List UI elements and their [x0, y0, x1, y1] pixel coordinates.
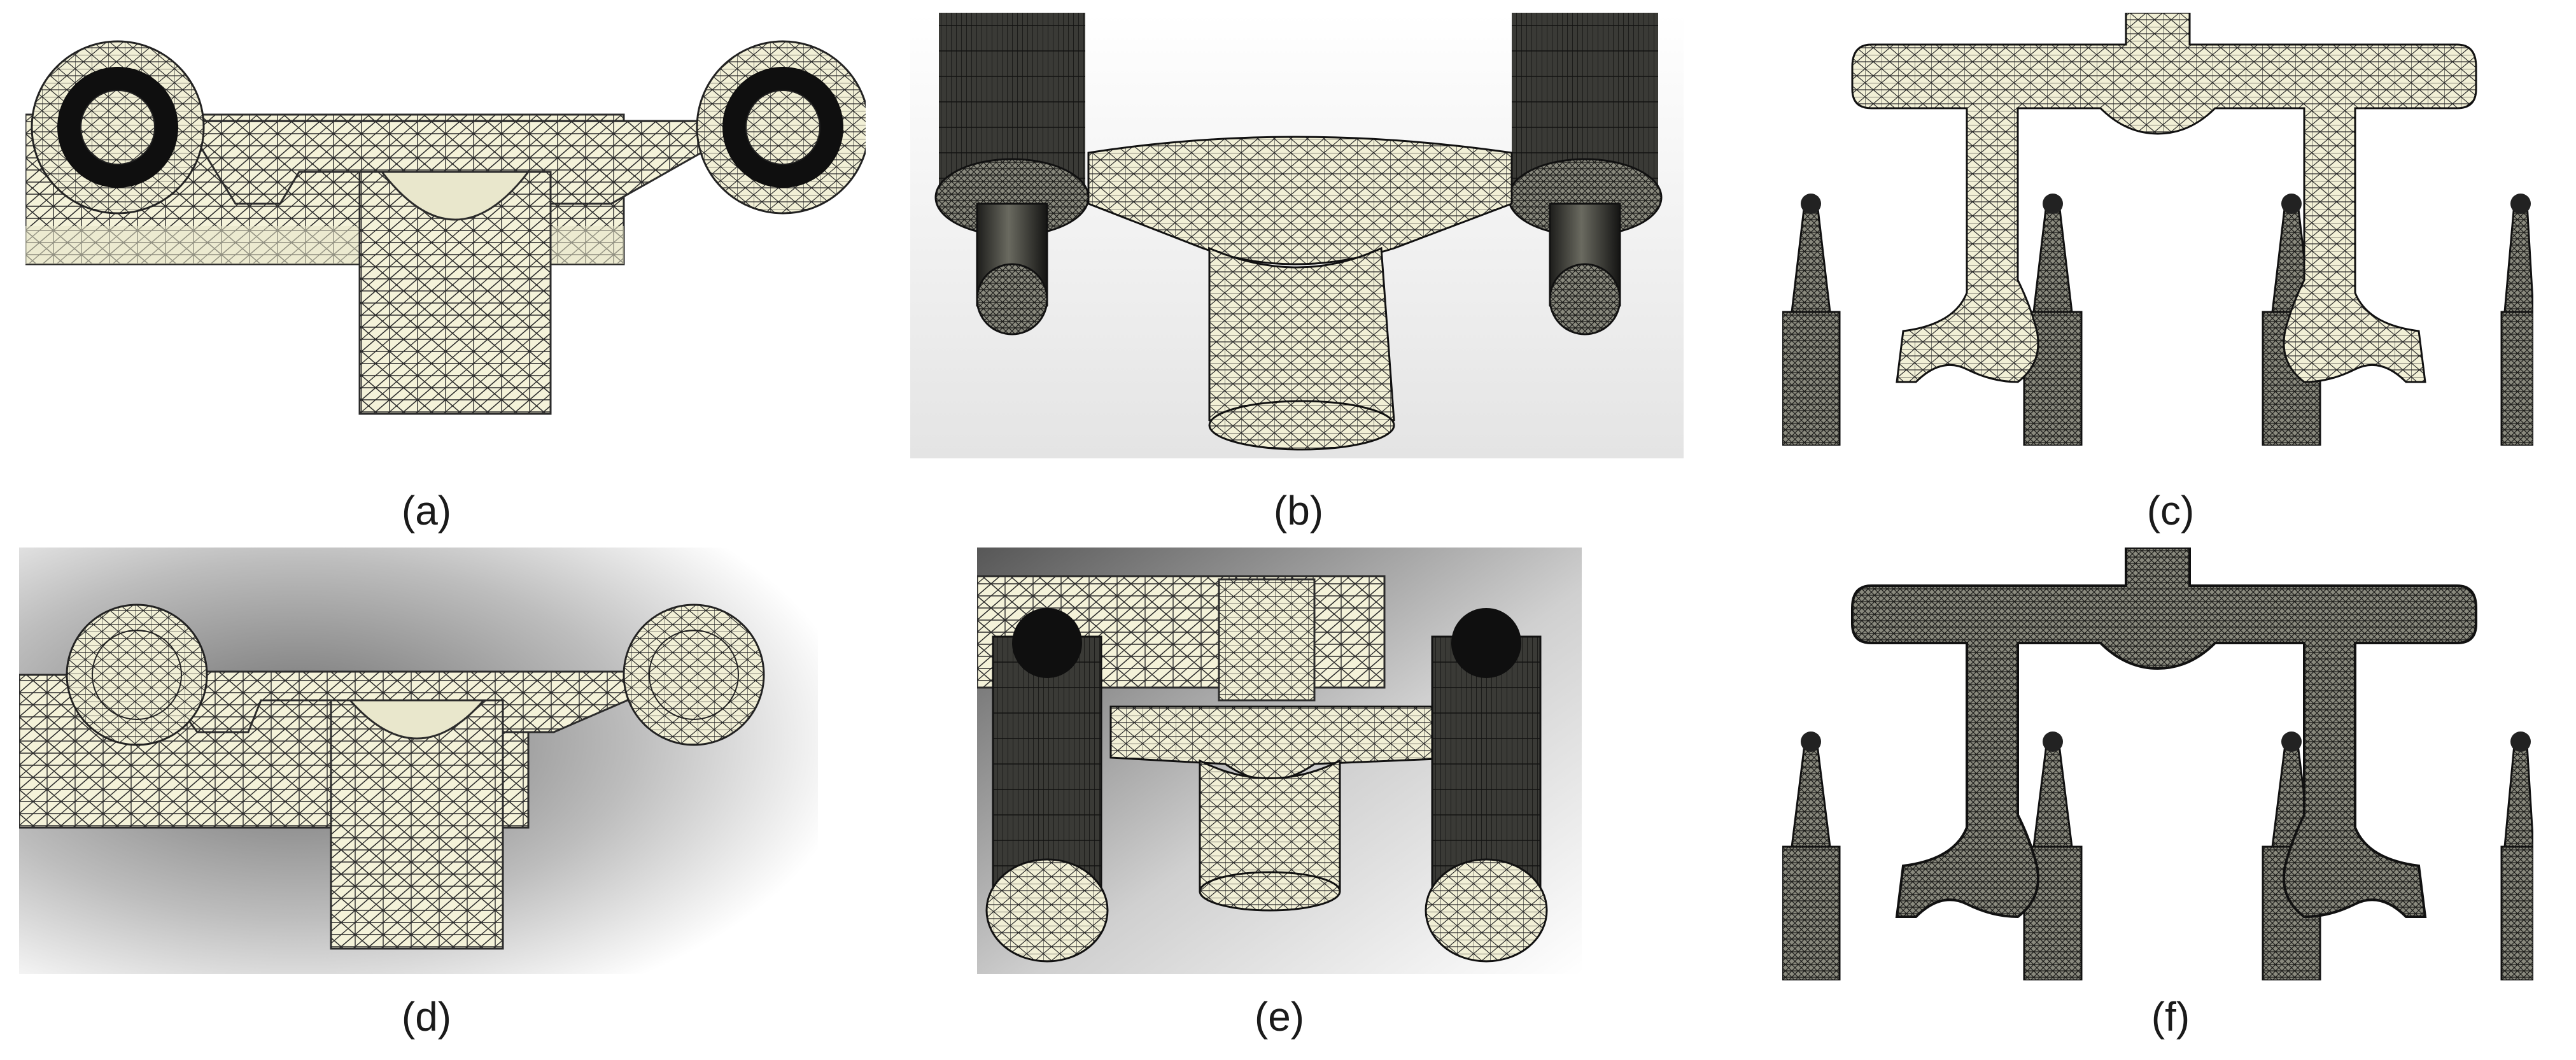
- panel-b-mesh-drawing: [910, 13, 1684, 458]
- right-gate-disk: [623, 604, 765, 746]
- right-cylinder-end: [1425, 858, 1548, 963]
- caption-f: (f): [2151, 994, 2190, 1040]
- vertical-sprue: [330, 699, 504, 950]
- panel-a-top-view-mesh: [25, 13, 866, 420]
- caption-d: (d): [401, 994, 452, 1040]
- right-gate-ring: [696, 40, 866, 215]
- panel-a-mesh-drawing: [25, 40, 866, 415]
- panel-f-mesh-drawing: [1782, 548, 2533, 980]
- branch-arm: [1087, 136, 1513, 265]
- cross-section-body: [1851, 13, 2477, 383]
- panel-e-perspective-mesh: [977, 548, 1582, 974]
- panel-d-mesh-drawing: [19, 548, 818, 974]
- panel-c-cross-section-mesh: [1782, 13, 2533, 446]
- panel-b-perspective-mesh: [910, 13, 1684, 458]
- left-gate-disk: [66, 604, 208, 746]
- panel-c-mesh-drawing: [1782, 13, 2533, 446]
- panel-e-mesh-drawing: [977, 548, 1582, 974]
- panel-f-cross-section-mesh: [1782, 548, 2533, 980]
- caption-a: (a): [401, 488, 452, 534]
- left-cylinder-end: [985, 858, 1109, 963]
- left-gate-ring: [31, 40, 205, 215]
- caption-b: (b): [1273, 488, 1324, 534]
- caption-e: (e): [1254, 994, 1305, 1040]
- cross-section-body-refined: [1851, 548, 2477, 919]
- panel-d-top-view-mesh: [19, 548, 818, 974]
- caption-c: (c): [2146, 488, 2195, 534]
- vertical-sprue: [358, 171, 552, 415]
